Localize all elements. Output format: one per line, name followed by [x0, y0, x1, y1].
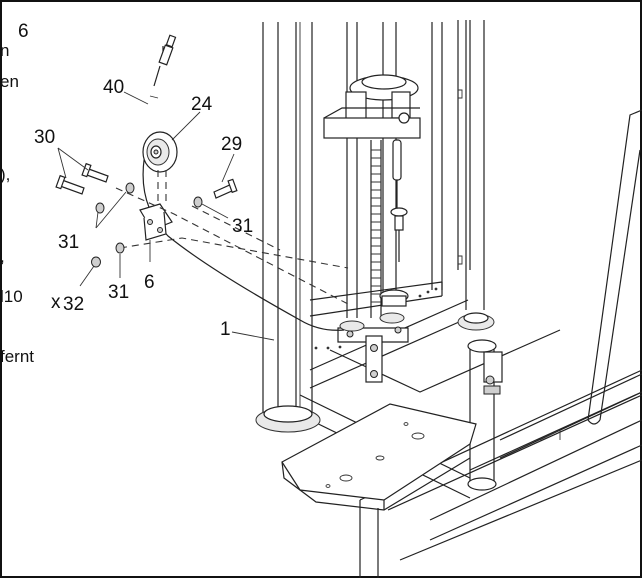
main-upright [255, 22, 321, 433]
rear-upright [587, 109, 642, 425]
assembly-dashed-lines [115, 170, 349, 305]
callout-31-right: 31 [232, 216, 253, 237]
callout-31-bottom: 31 [108, 282, 129, 303]
bolt-30-lower [55, 174, 85, 195]
callout-32: 32 [63, 294, 84, 315]
callout-31-left: 31 [58, 232, 79, 253]
callout-1: 1 [220, 319, 231, 340]
callout-6: 6 [144, 272, 155, 293]
pulley-bracket [139, 203, 173, 241]
text-fragment: l10 [0, 287, 23, 306]
text-fragment: n [0, 41, 9, 60]
callout-24: 24 [191, 94, 213, 115]
pulley [142, 131, 178, 173]
bolt-30-upper [81, 162, 109, 183]
step-number: 6 [18, 21, 29, 42]
text-fragment: fernt [0, 347, 34, 366]
nut-32 [91, 256, 101, 268]
text-fragment: ), [0, 165, 10, 184]
callout-40: 40 [103, 77, 124, 98]
bottom-bracket [337, 312, 409, 383]
adjustment-post [467, 339, 503, 491]
bolt-29 [213, 178, 238, 199]
guide-rods [346, 20, 495, 331]
weight-stack-column [370, 139, 409, 318]
callout-30: 30 [34, 127, 55, 148]
cable [142, 139, 345, 331]
stack-notches [371, 149, 381, 303]
callout-29: 29 [221, 134, 242, 155]
text-fragment: en [0, 72, 19, 91]
carriage-clamp [323, 74, 421, 139]
foot-platform [281, 403, 477, 511]
text-fragment: , [0, 247, 5, 266]
cable-end-fitting [149, 34, 177, 99]
washer-31 [95, 182, 203, 254]
leader-lines [57, 91, 275, 341]
callouts: 40 24 30 29 31 31 31 6 x 32 1 [34, 77, 253, 340]
callout-32-prefix: x [51, 292, 61, 313]
